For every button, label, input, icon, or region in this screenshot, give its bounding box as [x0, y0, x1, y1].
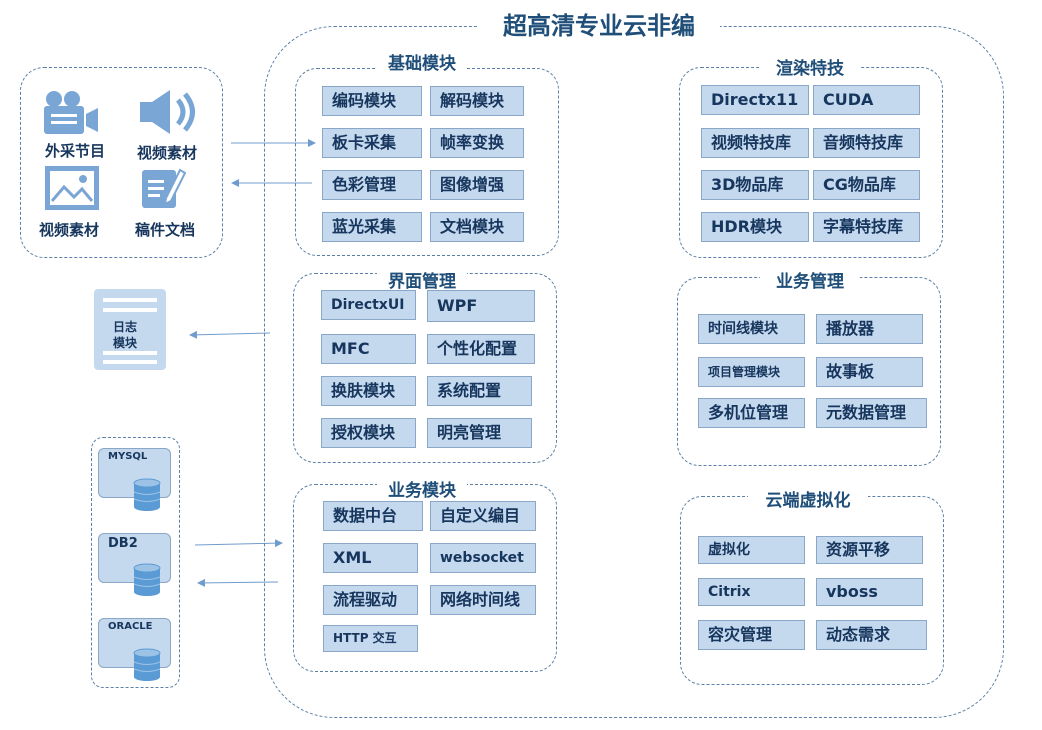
- module-box: 3D物品库: [701, 170, 809, 200]
- module-box: 解码模块: [430, 86, 524, 116]
- module-box: 明亮管理: [427, 418, 532, 448]
- module-box: 文档模块: [430, 212, 524, 242]
- module-box: 流程驱动: [323, 585, 418, 615]
- module-box: Citrix: [698, 578, 805, 606]
- module-box: 音频特技库: [813, 128, 920, 158]
- log-module-icon: [93, 288, 167, 371]
- camera-icon: [42, 90, 102, 136]
- arrow-to-log: [189, 330, 271, 339]
- module-box: 系统配置: [427, 376, 532, 406]
- module-box: HDR模块: [701, 212, 809, 242]
- database-cylinder-icon: [133, 563, 161, 596]
- group-title-business-modules: 业务模块: [377, 477, 467, 505]
- module-box: 虚拟化: [698, 536, 805, 564]
- arrow-db-to-business: [194, 539, 283, 548]
- database-cylinder-icon: [133, 648, 161, 681]
- module-box: 授权模块: [321, 418, 416, 448]
- module-box: 板卡采集: [322, 128, 422, 158]
- group-title-cloud: 云端虚拟化: [748, 487, 868, 515]
- document-edit-icon: [140, 164, 186, 210]
- group-title-basic: 基础模块: [377, 50, 467, 78]
- source-label: 外采节目: [44, 142, 105, 160]
- module-box: 图像增强: [430, 170, 524, 200]
- group-title-render: 渲染特技: [760, 55, 860, 83]
- database-cylinder-icon: [133, 478, 161, 511]
- module-box: 数据中台: [323, 501, 423, 531]
- module-box: CG物品库: [813, 170, 920, 200]
- module-box: 蓝光采集: [322, 212, 422, 242]
- module-box: DirectxUI: [321, 290, 416, 320]
- module-box: 字幕特技库: [813, 212, 920, 242]
- module-box: WPF: [427, 290, 535, 322]
- module-box: CUDA: [813, 85, 920, 115]
- module-box: 元数据管理: [816, 398, 927, 428]
- module-box: Directx11: [701, 85, 809, 115]
- module-box: 编码模块: [322, 86, 422, 116]
- source-label: 稿件文档: [134, 221, 195, 239]
- module-box: 网络时间线: [430, 585, 536, 615]
- module-box: 动态需求: [816, 620, 927, 650]
- module-box: 视频特技库: [701, 128, 809, 158]
- database-label: MYSQL: [108, 451, 148, 462]
- module-box: 帧率变换: [430, 128, 524, 158]
- log-module-label: 日志: [112, 320, 137, 334]
- sources-panel: [20, 67, 223, 258]
- module-box: XML: [323, 543, 418, 573]
- module-box: 换肤模块: [321, 376, 416, 406]
- module-box: 故事板: [816, 357, 923, 387]
- database-label: ORACLE: [108, 621, 153, 632]
- log-module-label: 模块: [112, 336, 137, 350]
- module-box: 时间线模块: [698, 314, 805, 344]
- module-box: 资源平移: [816, 536, 923, 564]
- source-label: 视频素材: [38, 221, 99, 239]
- module-box: vboss: [816, 578, 923, 606]
- main-title: 超高清专业云非编: [478, 9, 720, 43]
- database-panel: [91, 437, 180, 688]
- speaker-icon: [138, 88, 200, 136]
- module-box: 自定义编目: [430, 501, 536, 531]
- module-box: MFC: [321, 334, 416, 364]
- image-icon: [44, 165, 100, 211]
- module-box: websocket: [430, 543, 536, 573]
- group-title-business-mgmt: 业务管理: [760, 268, 860, 296]
- module-box: 项目管理模块: [698, 357, 805, 387]
- module-box: HTTP 交互: [323, 625, 418, 652]
- source-label: 视频素材: [136, 144, 197, 162]
- module-box: 播放器: [816, 314, 923, 344]
- database-label: DB2: [108, 536, 138, 551]
- module-box: 容灾管理: [698, 620, 805, 650]
- module-box: 色彩管理: [322, 170, 422, 200]
- module-box: 多机位管理: [698, 398, 805, 428]
- module-box: 个性化配置: [427, 334, 535, 364]
